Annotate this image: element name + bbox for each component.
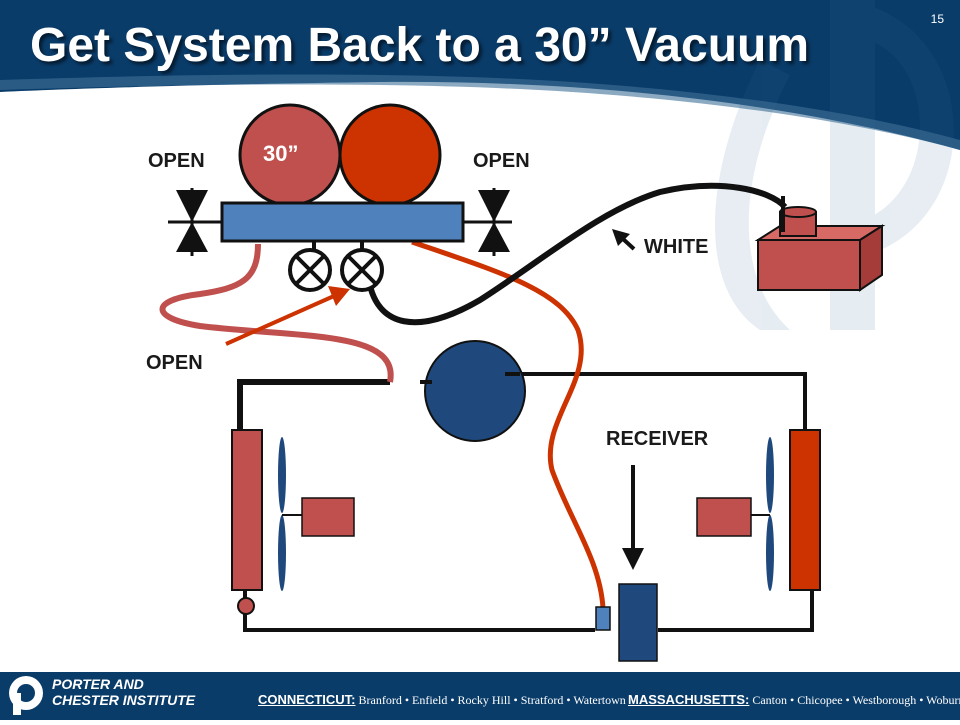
massachusetts-towns: Canton • Chicopee • Westborough • Woburn <box>752 693 960 707</box>
left-hand-valve <box>168 188 222 256</box>
institute-logo-icon <box>9 676 43 715</box>
institute-name-line2: CHESTER INSTITUTE <box>52 692 196 708</box>
white-hose-label: WHITE <box>644 236 709 258</box>
manifold-valve-right <box>340 248 384 292</box>
manifold-valves-label: OPEN <box>146 352 203 374</box>
condenser-coil <box>789 429 821 591</box>
evaporator-fan-motor <box>301 497 355 537</box>
right-valve-label: OPEN <box>473 150 530 172</box>
header-swoosh <box>0 74 960 150</box>
white-hose <box>365 182 788 326</box>
condenser-fan <box>750 437 774 591</box>
header-band <box>0 0 960 150</box>
footer-band <box>0 672 960 720</box>
left-valve-label: OPEN <box>148 150 205 172</box>
white-arrow <box>612 229 636 251</box>
metering-device <box>237 597 255 615</box>
gauge-reading: 30” <box>263 141 299 166</box>
receiver-arrow <box>622 465 644 570</box>
evaporator-coil <box>231 429 263 591</box>
massachusetts-locations: MASSACHUSETTS: Canton • Chicopee • Westb… <box>628 692 960 708</box>
slide-number: 15 <box>930 12 944 26</box>
receiver-label: RECEIVER <box>606 428 709 450</box>
manifold-valve-left <box>288 248 332 292</box>
low-side-hose <box>159 243 394 383</box>
institute-name: PORTER AND CHESTER INSTITUTE <box>52 676 195 708</box>
connecticut-locations: CONNECTICUT: Branford • Enfield • Rocky … <box>258 692 626 708</box>
receiver-port <box>595 606 611 631</box>
institute-name-line1: PORTER AND <box>52 676 144 692</box>
receiver-tank <box>618 583 658 662</box>
manifold-body <box>220 201 465 243</box>
condenser-fan-motor <box>696 497 752 537</box>
connecticut-towns: Branford • Enfield • Rocky Hill • Stratf… <box>358 693 626 707</box>
slide-title: Get System Back to a 30” Vacuum <box>30 19 810 72</box>
compressor <box>424 340 526 442</box>
high-pressure-gauge <box>338 103 442 207</box>
massachusetts-label: MASSACHUSETTS: <box>628 692 750 707</box>
open-arrow <box>225 286 350 346</box>
evaporator-fan <box>278 437 302 591</box>
right-hand-valve <box>463 188 512 256</box>
vacuum-pump <box>754 196 886 292</box>
connecticut-label: CONNECTICUT: <box>258 692 356 707</box>
